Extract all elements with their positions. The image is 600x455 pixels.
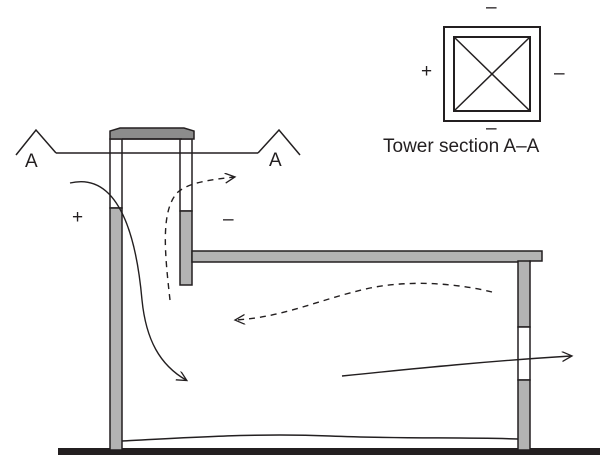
return-flow-arrow — [236, 282, 493, 320]
inset-sign-right: – — [554, 63, 565, 84]
right-wall-upper — [517, 260, 531, 328]
window-opening — [517, 326, 531, 381]
section-label-right: A — [269, 150, 282, 171]
inset-sign-left: + — [421, 61, 432, 82]
airflow-arrows — [69, 177, 571, 380]
section-cut-line — [15, 128, 301, 156]
building — [121, 250, 543, 451]
tower-exhaust-arrow — [164, 177, 234, 301]
tower-roof-cap — [109, 127, 195, 140]
roof-slab — [191, 250, 543, 263]
inset-sign-bottom: – — [486, 118, 497, 139]
inset-caption: Tower section A–A — [383, 136, 540, 157]
section-label-left: A — [25, 151, 38, 172]
incoming-wind-arrow — [69, 180, 186, 380]
tower-section-inset — [443, 26, 541, 122]
tower-left-wall — [109, 207, 123, 451]
wind-tower — [109, 127, 195, 451]
floor-line — [121, 434, 519, 442]
windward-pressure-sign: + — [72, 207, 83, 228]
right-wall-lower — [517, 379, 531, 451]
leeward-pressure-sign: – — [223, 209, 234, 230]
tower-right-wall — [179, 210, 193, 286]
ground-line — [58, 448, 600, 455]
inset-sign-top: – — [486, 0, 497, 18]
outflow-arrow — [341, 356, 571, 377]
